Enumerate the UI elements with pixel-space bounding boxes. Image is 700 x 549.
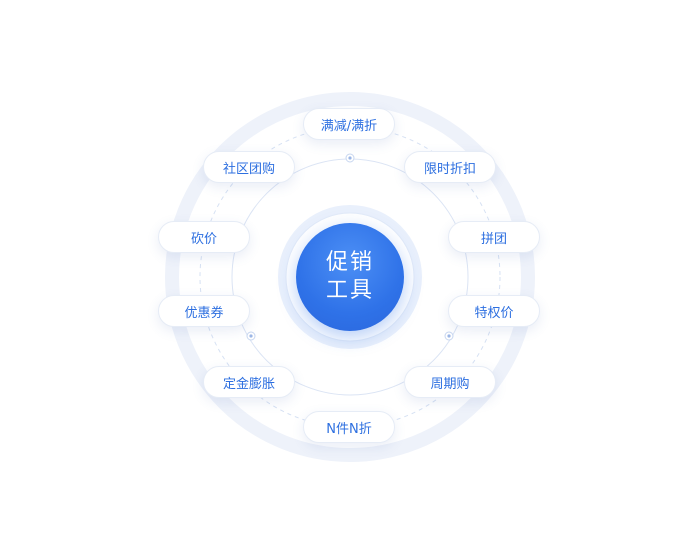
tool-pill-dingjin[interactable]: 定金膨胀 bbox=[203, 366, 295, 398]
tool-pill-zhouqi[interactable]: 周期购 bbox=[404, 366, 496, 398]
tool-pill-xianshi[interactable]: 限时折扣 bbox=[404, 151, 496, 183]
tool-label: 定金膨胀 bbox=[222, 376, 275, 392]
ring-dot bbox=[447, 334, 451, 338]
outer-halo bbox=[165, 92, 535, 462]
tool-pill-tequan[interactable]: 特权价 bbox=[448, 295, 540, 327]
center-title-line2: 工具 bbox=[325, 278, 374, 303]
tool-pill-pintuan[interactable]: 拼团 bbox=[448, 221, 540, 253]
tool-label: 周期购 bbox=[430, 376, 470, 392]
tool-label: 特权价 bbox=[474, 305, 514, 321]
ring-dots bbox=[246, 153, 454, 341]
tool-label: 拼团 bbox=[480, 231, 507, 247]
center-title-line1: 促销 bbox=[325, 250, 374, 275]
tool-label: 限时折扣 bbox=[423, 161, 476, 177]
tool-pill-shequ[interactable]: 社区团购 bbox=[203, 151, 295, 183]
center-promotion-tools: 促销 工具 bbox=[296, 223, 404, 331]
tool-pill-manjian[interactable]: 满减/满折 bbox=[303, 108, 395, 140]
tool-label: 满减/满折 bbox=[320, 118, 378, 134]
tool-label: N件N折 bbox=[326, 421, 372, 437]
tool-pill-kanjia[interactable]: 砍价 bbox=[158, 221, 250, 253]
ring-dot bbox=[348, 156, 352, 160]
tool-pill-njian[interactable]: N件N折 bbox=[303, 411, 395, 443]
tool-label: 社区团购 bbox=[222, 161, 275, 177]
tool-pill-youhui[interactable]: 优惠券 bbox=[158, 295, 250, 327]
tool-label: 优惠券 bbox=[184, 305, 224, 321]
tool-label: 砍价 bbox=[190, 231, 217, 247]
ring-dot bbox=[249, 334, 253, 338]
